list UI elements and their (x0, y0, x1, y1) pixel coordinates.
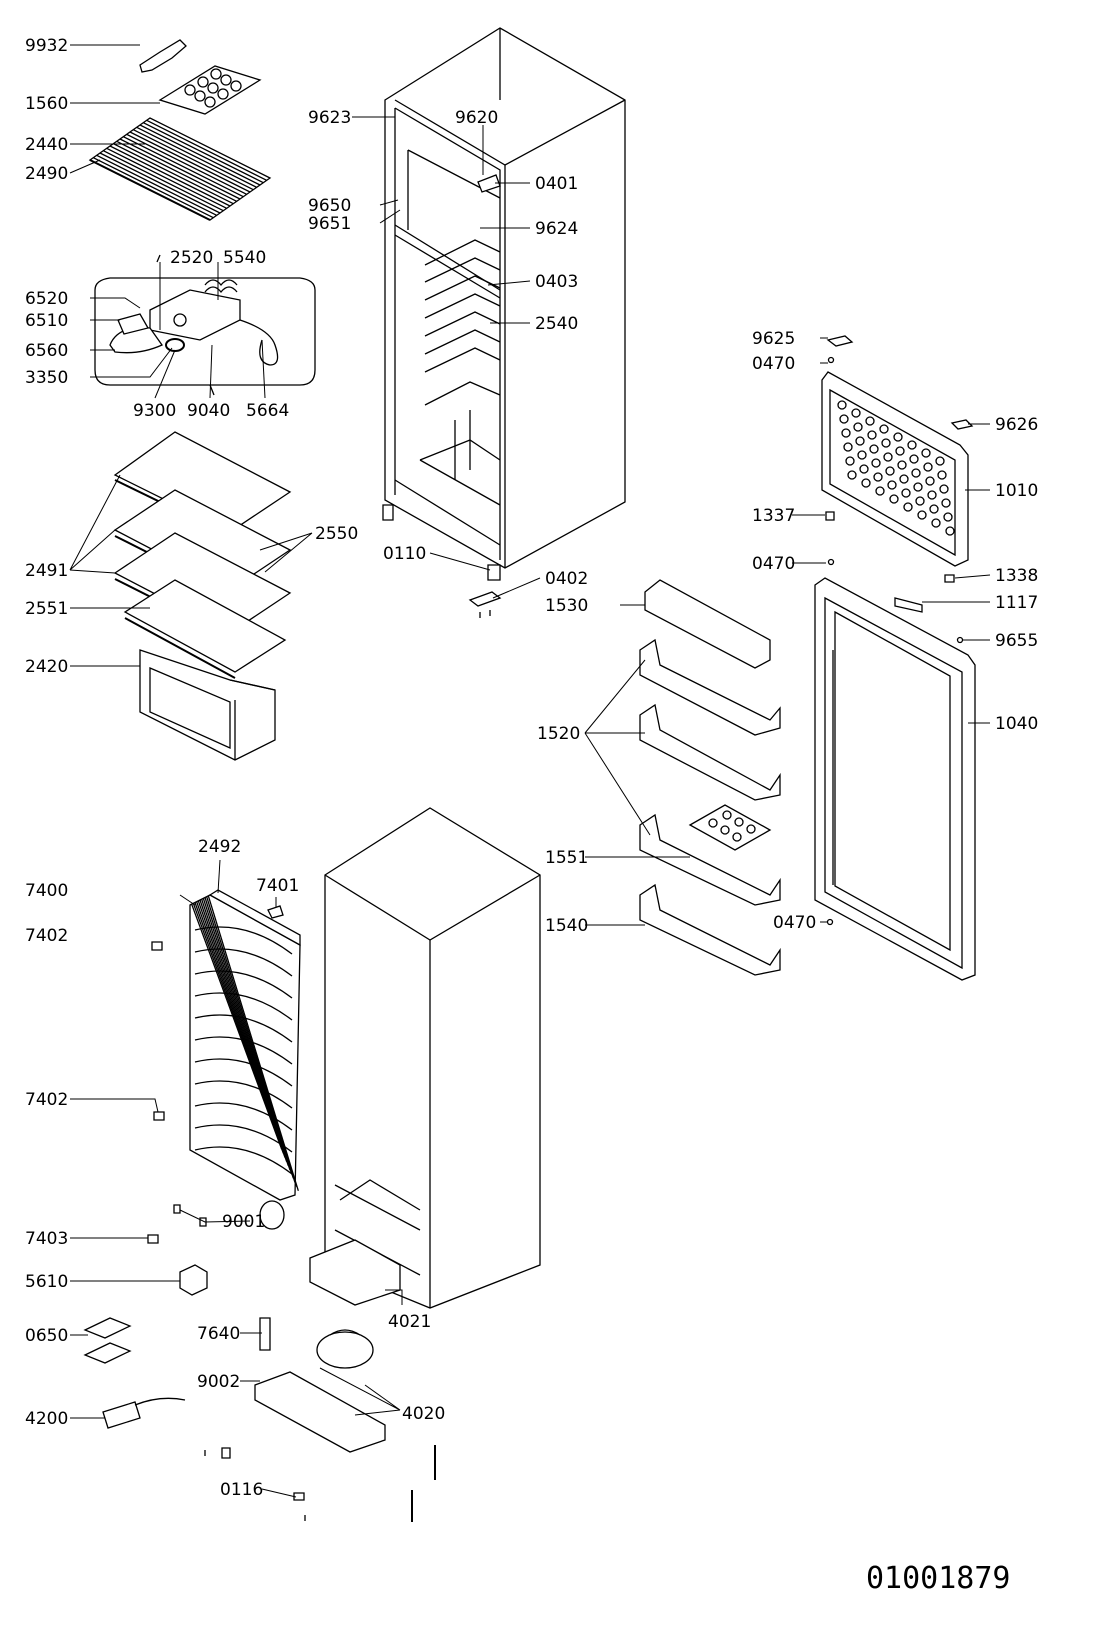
label-9001: 9001 (222, 1212, 265, 1232)
label-1010: 1010 (995, 481, 1038, 501)
leader-lines (69, 44, 991, 1498)
label-0401: 0401 (535, 174, 578, 194)
label-1040: 1040 (995, 714, 1038, 734)
label-1337: 1337 (752, 506, 795, 526)
cabinet-upper-outline (384, 27, 626, 569)
label-9625: 9625 (752, 329, 795, 349)
cabinet-foot-0110 (382, 504, 501, 581)
label-9624: 9624 (535, 219, 578, 239)
condenser-7400 (189, 894, 301, 1201)
small-parts-lower (147, 905, 436, 1522)
label-1540: 1540 (545, 916, 588, 936)
label-2540: 2540 (535, 314, 578, 334)
label-9932: 9932 (25, 36, 68, 56)
label-0650: 0650 (25, 1326, 68, 1346)
label-5540: 5540 (223, 248, 266, 268)
small-parts-doors (825, 335, 974, 926)
egg-tray-1551 (688, 804, 772, 851)
hinge-0402 (468, 591, 502, 618)
label-2520: 2520 (170, 248, 213, 268)
label-1560: 1560 (25, 94, 68, 114)
fridge-door-1040 (814, 577, 976, 981)
crisper-drawer-2420 (139, 649, 276, 761)
ice-scraper-9932 (139, 39, 187, 73)
label-9650: 9650 (308, 196, 351, 216)
thermostat-group-box (94, 277, 316, 386)
grid-shelf-2440 (88, 117, 272, 221)
compressor-base-9002 (254, 1371, 386, 1453)
hinge-upper-0401 (477, 174, 501, 193)
label-1520: 1520 (537, 724, 580, 744)
label-7403: 7403 (25, 1229, 68, 1249)
document-number: 01001879 (866, 1561, 1011, 1596)
label-7401: 7401 (256, 876, 299, 896)
cabinet-rear (324, 807, 541, 1309)
label-1338: 1338 (995, 566, 1038, 586)
label-5610: 5610 (25, 1272, 68, 1292)
label-4021: 4021 (388, 1312, 431, 1332)
label-9002: 9002 (197, 1372, 240, 1392)
freezer-door-1010 (821, 371, 969, 567)
label-9620: 9620 (455, 108, 498, 128)
relay-5610 (179, 1264, 208, 1296)
capillary-5664 (239, 319, 279, 366)
crisper-cover-2551 (123, 579, 287, 679)
label-0470-a: 0470 (752, 354, 795, 374)
label-6520: 6520 (25, 289, 68, 309)
label-2490: 2490 (25, 164, 68, 184)
label-0402: 0402 (545, 569, 588, 589)
label-9651: 9651 (308, 214, 351, 234)
label-1530: 1530 (545, 596, 588, 616)
label-2492: 2492 (198, 837, 241, 857)
label-0470-c: 0470 (773, 913, 816, 933)
label-2550: 2550 (315, 524, 358, 544)
label-5664: 5664 (246, 401, 289, 421)
thermostat-housing-2520 (149, 289, 241, 341)
ring-9300 (165, 338, 185, 352)
knob-6560 (109, 326, 163, 354)
thermostat-spring-5540 (204, 279, 238, 294)
drier-7640 (259, 1317, 271, 1351)
label-9626: 9626 (995, 415, 1038, 435)
label-9300: 9300 (133, 401, 176, 421)
compressor-4020 (316, 1329, 374, 1369)
condenser-bar-2492 (208, 889, 301, 947)
label-9040: 9040 (187, 401, 230, 421)
cabinet-inner-shelves (424, 239, 501, 480)
capacitor-4200 (102, 1397, 186, 1429)
label-1551: 1551 (545, 848, 588, 868)
label-7402-b: 7402 (25, 1090, 68, 1110)
label-7400: 7400 (25, 881, 68, 901)
ice-tray-1560 (158, 65, 262, 115)
label-7402-a: 7402 (25, 926, 68, 946)
label-2551: 2551 (25, 599, 68, 619)
label-4020: 4020 (402, 1404, 445, 1424)
label-2440: 2440 (25, 135, 68, 155)
label-0403: 0403 (535, 272, 578, 292)
label-9623: 9623 (308, 108, 351, 128)
bulb-holder-6510 (117, 313, 149, 335)
label-2491: 2491 (25, 561, 68, 581)
label-0470-b: 0470 (752, 554, 795, 574)
label-2420: 2420 (25, 657, 68, 677)
label-1117: 1117 (995, 593, 1038, 613)
part-labels: 9932 1560 2440 2490 2520 5540 6520 6510 … (25, 36, 1038, 1596)
door-bins (639, 579, 781, 976)
label-3350: 3350 (25, 368, 68, 388)
label-7640: 7640 (197, 1324, 240, 1344)
label-9655: 9655 (995, 631, 1038, 651)
label-0110: 0110 (383, 544, 426, 564)
label-6560: 6560 (25, 341, 68, 361)
label-4200: 4200 (25, 1409, 68, 1429)
label-0116: 0116 (220, 1480, 263, 1500)
labels-0650 (83, 1317, 132, 1364)
label-6510: 6510 (25, 311, 68, 331)
